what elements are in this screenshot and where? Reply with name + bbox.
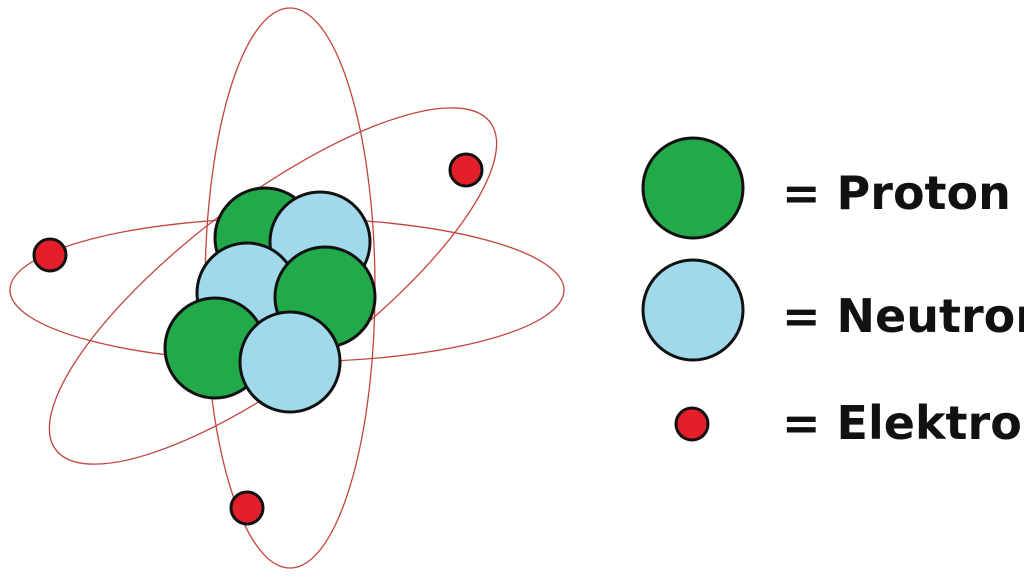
neutron-particle <box>238 310 342 414</box>
legend-electron-icon <box>674 406 710 442</box>
electron-particle <box>448 152 484 188</box>
legend-electron-label: = Elektron <box>782 396 1024 450</box>
legend-proton-icon <box>641 136 745 240</box>
nucleus <box>163 186 377 414</box>
legend-neutron-label: = Neutron <box>782 289 1024 343</box>
legend-icons <box>641 136 745 442</box>
electron-particle <box>229 490 265 526</box>
electron-particle <box>32 237 68 273</box>
legend-proton-label: = Proton <box>782 166 1011 220</box>
legend-neutron-icon <box>641 258 745 362</box>
electrons <box>32 152 484 526</box>
